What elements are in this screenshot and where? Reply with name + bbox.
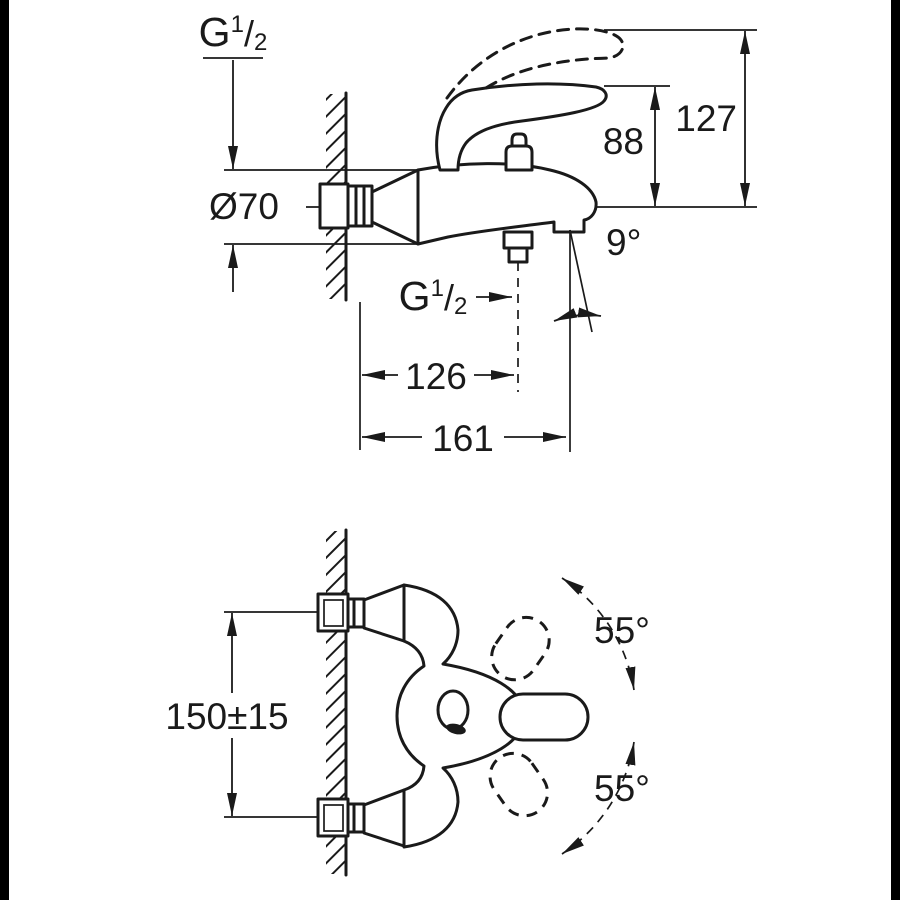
dim-150-label: 150±15 [165,696,288,737]
escutcheon-cone [370,168,420,246]
left-edge-bar [0,0,9,900]
wall-union-fitting [318,182,350,230]
dim-angle-55-up-label: 55° [594,610,650,651]
side-view: Ø70 G1/2 [199,9,757,459]
lever-handle [435,82,608,172]
lever-swung-up-dashed [490,615,551,682]
shower-outlet-port [502,230,534,264]
dim-angle-55-down-label: 55° [594,768,650,809]
dim-thread-bottom: G1/2 [399,273,512,320]
swing-arc-down [561,741,636,855]
dim-126-label: 126 [405,356,467,397]
body-hole-detail [446,723,466,735]
swing-arc-up [561,577,636,691]
mixer-body-front [395,583,526,849]
dim-angle-9-label: 9° [606,222,641,263]
union-nut [346,184,374,228]
lever-swung-down-dashed [488,751,550,818]
dim-diameter-70: Ø70 [203,57,420,292]
faucet-side-profile [318,27,625,392]
dim-161-label: 161 [432,418,494,459]
dim-thread-top-label: G1/2 [199,9,268,56]
lever-handle-front [498,692,590,742]
dim-diameter-label: Ø70 [209,186,279,227]
dim-88-label: 88 [603,121,644,162]
right-edge-bar [891,0,900,900]
dim-161: 161 [362,414,566,459]
front-view: 150±15 55° 55° [155,528,650,877]
dim-88: 88 [603,85,670,206]
lever-raised-dashed [445,27,625,100]
dim-126: 126 [362,352,514,397]
dim-angle-9: 9° [553,222,641,452]
dim-127-label: 127 [675,98,737,139]
diverter-knob [504,132,534,172]
dim-150-label-bg [155,693,301,738]
dim-thread-bottom-label: G1/2 [399,273,468,320]
dim-127: 127 [604,29,757,206]
